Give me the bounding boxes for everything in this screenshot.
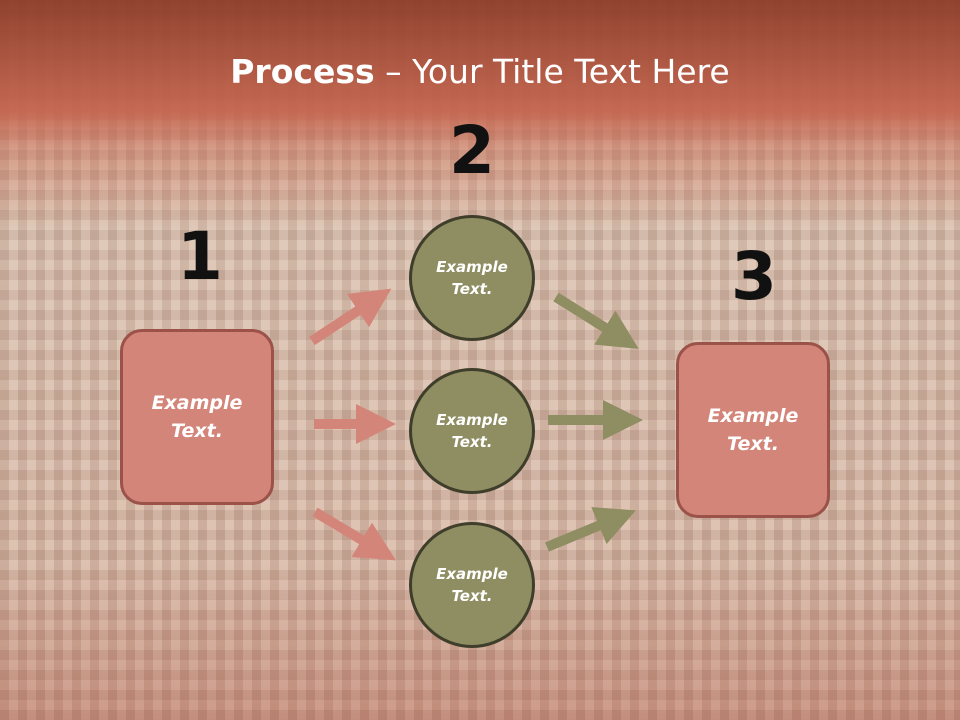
- circle-middle-label: Example Text.: [436, 410, 508, 452]
- circle-middle[interactable]: Example Text.: [409, 368, 535, 494]
- title-rest: – Your Title Text Here: [374, 52, 730, 91]
- left-box-label: Example Text.: [151, 391, 243, 443]
- arrow-left-to-top: [309, 288, 392, 346]
- title-bold: Process: [230, 52, 375, 91]
- circle-bottom-label: Example Text.: [436, 564, 508, 606]
- arrow-left-to-bottom: [312, 507, 397, 561]
- right-step-box[interactable]: Example Text.: [676, 342, 830, 518]
- circle-bottom[interactable]: Example Text.: [409, 522, 535, 648]
- step-number-3: 3: [731, 238, 777, 315]
- arrow-top-to-right: [553, 292, 639, 349]
- left-step-box[interactable]: Example Text.: [120, 329, 274, 505]
- right-box-label: Example Text.: [707, 404, 799, 456]
- arrow-bottom-to-right: [545, 507, 636, 552]
- step-number-1: 1: [177, 218, 223, 295]
- circle-top[interactable]: Example Text.: [409, 215, 535, 341]
- slide-title[interactable]: Process – Your Title Text Here: [0, 52, 960, 91]
- step-number-2: 2: [449, 112, 495, 189]
- circle-top-label: Example Text.: [436, 257, 508, 299]
